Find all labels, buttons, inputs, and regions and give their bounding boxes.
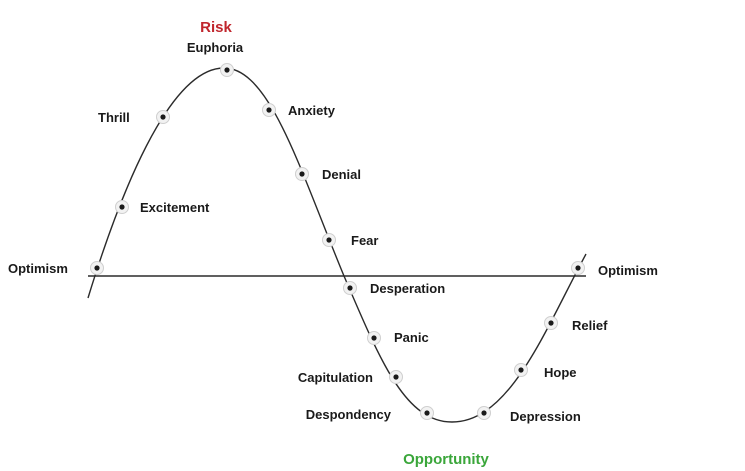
label-panic: Panic [394, 330, 429, 345]
label-desperation: Desperation [370, 281, 445, 296]
label-excitement: Excitement [140, 200, 210, 215]
risk-label: Risk [200, 19, 232, 36]
point-dot-excitement [119, 204, 125, 210]
point-dot-denial [299, 171, 305, 177]
point-dot-hope [518, 367, 524, 373]
point-dot-panic [371, 335, 377, 341]
label-thrill: Thrill [98, 110, 130, 125]
opportunity-label: Opportunity [403, 451, 489, 468]
cycle-labels: Optimism Excitement Thrill EuphoriaAnxietyD… [8, 40, 658, 424]
point-dot-thrill [160, 114, 166, 120]
point-dot-desperation [347, 285, 353, 291]
label-hope: Hope [544, 365, 577, 380]
point-dot-fear [326, 237, 332, 243]
label-optimism-end: Optimism [598, 263, 658, 278]
point-dot-optimism-end [575, 265, 581, 271]
label-optimism-start: Optimism [8, 261, 68, 276]
label-capitulation: Capitulation [298, 370, 373, 385]
label-depression: Depression [510, 409, 581, 424]
point-dot-euphoria [224, 67, 230, 73]
point-dot-despondency [424, 410, 430, 416]
label-fear: Fear [351, 233, 378, 248]
point-dot-anxiety [266, 107, 272, 113]
point-dot-depression [481, 410, 487, 416]
point-dot-relief [548, 320, 554, 326]
cycle-points [90, 63, 585, 420]
label-anxiety: Anxiety [288, 103, 336, 118]
label-denial: Denial [322, 167, 361, 182]
label-despondency: Despondency [306, 407, 392, 422]
point-dot-capitulation [393, 374, 399, 380]
point-dot-optimism-start [94, 265, 100, 271]
label-relief: Relief [572, 318, 608, 333]
label-euphoria: Euphoria [187, 40, 244, 55]
